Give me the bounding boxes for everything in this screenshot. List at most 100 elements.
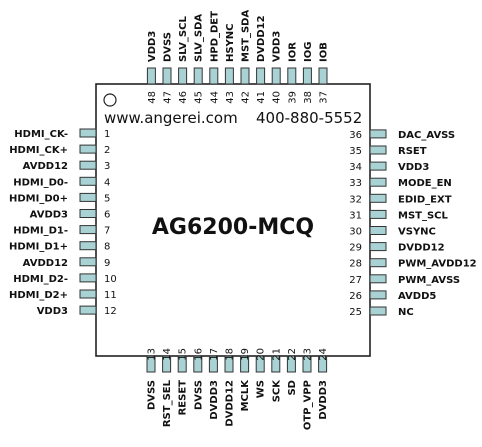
pin-6-pad: [79, 209, 97, 218]
pin-4-label: HDMI_D0-: [13, 177, 68, 188]
pin-31-number: 31: [349, 210, 362, 221]
pin-15-number: 15: [178, 348, 189, 361]
pin-21-label: SCK: [271, 379, 282, 403]
pin-39-label: IOR: [287, 42, 298, 62]
pin-11-number: 11: [104, 290, 117, 301]
pin-15-label: RESET: [178, 380, 189, 416]
pin-42-label: MST_SDA: [241, 10, 252, 62]
pin-40-number: 40: [272, 91, 283, 104]
pin-33-number: 33: [349, 178, 362, 189]
pin-48-label: VDD3: [147, 31, 158, 62]
pin-29-pad: [369, 242, 387, 252]
pin-45-pad: [193, 67, 203, 85]
pin-31-label: MST_SCL: [398, 210, 449, 221]
pin-1-number: 1: [104, 129, 110, 140]
pin-20-number: 20: [256, 348, 267, 361]
pin-7-number: 7: [104, 226, 110, 237]
pin-44-label: HPD_DET: [209, 11, 220, 62]
pin-13-label: DVSS: [147, 380, 158, 410]
pin-5-label: HDMI_D0+: [9, 193, 68, 204]
pin-34-label: VDD3: [398, 162, 429, 173]
pin-17-number: 17: [209, 348, 220, 361]
pin-28-number: 28: [349, 259, 362, 270]
pin-44-pad: [209, 67, 219, 85]
pin-8-pad: [79, 241, 97, 251]
pins-layer: 1HDMI_CK-2HDMI_CK+3AVDD124HDMI_D0-5HDMI_…: [9, 10, 477, 431]
pin-44-number: 44: [209, 91, 220, 104]
pin-43-number: 43: [225, 91, 236, 104]
pin-24-number: 24: [318, 348, 329, 361]
pin-38-pad: [302, 67, 312, 85]
pin-28-pad: [369, 258, 387, 268]
pin-47-label: DVSS: [163, 32, 174, 62]
pin-43-pad: [224, 67, 234, 85]
pin-47-pad: [162, 67, 172, 85]
pin-17-pad: [208, 355, 218, 373]
pin-21-number: 21: [271, 348, 282, 361]
pin-20-label: WS: [256, 380, 267, 398]
pin-30-label: VSYNC: [398, 227, 436, 238]
pin-25-pad: [369, 306, 387, 316]
pin-10-pad: [79, 273, 97, 283]
pin-3-pad: [79, 160, 97, 170]
pin-24-pad: [318, 355, 328, 373]
pin-15-pad: [177, 355, 187, 373]
pin-5-number: 5: [104, 193, 110, 204]
pin-9-number: 9: [104, 258, 110, 269]
pin-19-label: MCLK: [240, 379, 251, 412]
pin-27-number: 27: [349, 275, 362, 286]
pin-43-label: HSYNC: [225, 23, 236, 62]
pin-41-label: DVDD12: [256, 15, 267, 62]
pin-32-number: 32: [349, 194, 362, 205]
pin-18-pad: [224, 355, 234, 373]
pin-27-pad: [369, 274, 387, 284]
pin-25-number: 25: [349, 307, 362, 318]
pin-19-pad: [240, 355, 250, 373]
pin-37-pad: [318, 67, 328, 85]
pin-17-label: DVDD3: [209, 380, 220, 420]
pin-25-label: NC: [398, 307, 414, 318]
pin-23-number: 23: [303, 348, 314, 361]
pin-30-number: 30: [349, 227, 362, 238]
pin-12-label: VDD3: [37, 306, 68, 317]
pin-45-number: 45: [194, 91, 205, 104]
pin-32-label: EDID_EXT: [398, 194, 452, 205]
pin-37-number: 37: [319, 91, 330, 104]
pin-29-label: DVDD12: [398, 243, 445, 254]
pin-16-number: 16: [193, 348, 204, 361]
pin-8-number: 8: [104, 242, 110, 253]
pin-41-pad: [256, 67, 266, 85]
pin-36-label: DAC_AVSS: [398, 130, 455, 141]
pin-23-label: OTP_VPP: [303, 380, 314, 430]
chip-phone: 400-880-5552: [256, 109, 362, 127]
pin-21-pad: [271, 355, 281, 373]
pin-2-label: HDMI_CK+: [9, 145, 68, 156]
pin-22-label: SD: [287, 380, 298, 396]
pin-11-label: HDMI_D2+: [9, 290, 68, 301]
pin-38-label: IOG: [303, 42, 314, 62]
pin-12-pad: [79, 305, 97, 315]
pin-4-number: 4: [104, 177, 110, 188]
pin-3-label: AVDD12: [23, 161, 68, 172]
pin-18-number: 18: [225, 348, 236, 361]
pin-2-number: 2: [104, 145, 110, 156]
pin-27-label: PWM_AVSS: [398, 275, 460, 286]
pin-42-number: 42: [241, 91, 252, 104]
pin-18-label: DVDD12: [225, 380, 236, 427]
pin1-marker-dot: [103, 93, 117, 107]
pin-29-number: 29: [349, 243, 362, 254]
pin-8-label: HDMI_D1+: [9, 242, 68, 253]
pin-22-pad: [286, 355, 296, 373]
pin-24-label: DVDD3: [318, 380, 329, 420]
pin-16-pad: [193, 355, 203, 373]
pin-12-number: 12: [104, 306, 117, 317]
pin-4-pad: [79, 176, 97, 186]
pin-39-pad: [287, 67, 297, 85]
pin-26-label: AVDD5: [398, 291, 436, 302]
pin-14-number: 14: [162, 348, 173, 361]
pin-34-pad: [369, 161, 387, 171]
pin-16-label: DVSS: [193, 380, 204, 410]
pin-7-label: HDMI_D1-: [13, 226, 68, 237]
pin-40-label: VDD3: [272, 31, 283, 62]
pin-35-number: 35: [349, 146, 362, 157]
